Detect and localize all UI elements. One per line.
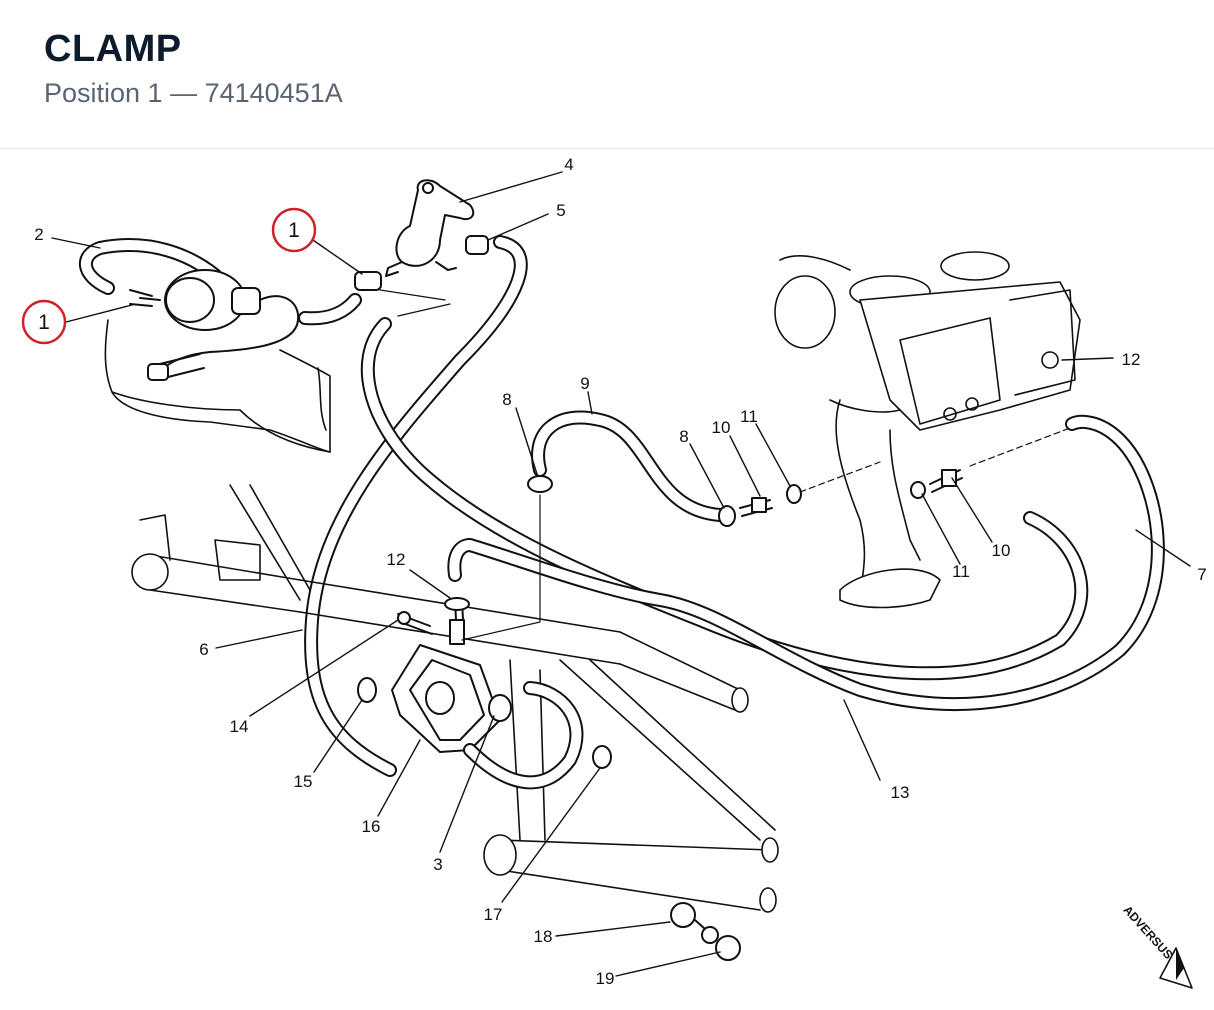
hose-filter-to-tap-drawing bbox=[298, 271, 382, 326]
callout-5[interactable]: 5 bbox=[556, 201, 565, 220]
callout-12-left[interactable]: 12 bbox=[387, 550, 406, 569]
fuel-tank-drawing bbox=[104, 319, 331, 453]
highlight-ring-1b bbox=[271, 207, 317, 253]
leader-lines bbox=[51, 171, 1191, 977]
fittings-10-11-drawing bbox=[739, 427, 1071, 517]
callout-10-left[interactable]: 10 bbox=[712, 418, 731, 437]
callout-3[interactable]: 3 bbox=[433, 855, 442, 874]
frame-drawing bbox=[131, 484, 779, 913]
page-title: CLAMP bbox=[44, 28, 182, 70]
fuel-filter-drawing bbox=[129, 269, 300, 381]
callout-1-top[interactable]: 1 bbox=[288, 219, 300, 242]
hose-13-drawing bbox=[447, 415, 1165, 712]
exploded-parts-diagram: 1 1 2 3 4 5 6 7 8 8 9 10 10 11 11 12 12 … bbox=[0, 148, 1214, 1005]
clamp-8-left-drawing bbox=[527, 475, 553, 493]
callout-18[interactable]: 18 bbox=[534, 927, 553, 946]
callout-11-left[interactable]: 11 bbox=[740, 407, 758, 426]
callout-8-right[interactable]: 8 bbox=[679, 427, 688, 446]
fuel-pump-drawing bbox=[357, 597, 741, 961]
callout-13[interactable]: 13 bbox=[891, 783, 910, 802]
hose-return-drawing bbox=[360, 317, 1089, 681]
dashed-connectors bbox=[379, 289, 541, 641]
callout-14[interactable]: 14 bbox=[230, 717, 249, 736]
adversus-logo: ADVERSUS bbox=[1120, 903, 1193, 989]
hose-6-drawing bbox=[304, 235, 528, 777]
clamp-1-upper-drawing bbox=[354, 271, 382, 291]
callout-2[interactable]: 2 bbox=[34, 225, 43, 244]
highlight-ring-1a bbox=[21, 299, 67, 345]
callout-4[interactable]: 4 bbox=[564, 155, 573, 174]
logo-text: ADVERSUS bbox=[1120, 903, 1175, 962]
hose-9-drawing bbox=[527, 410, 736, 527]
throttle-body-drawing bbox=[774, 251, 1081, 609]
page-header: CLAMP Position 1 — 74140451A bbox=[0, 0, 1214, 149]
clamp-12-lower-drawing bbox=[444, 597, 470, 611]
callout-8-left[interactable]: 8 bbox=[502, 390, 511, 409]
callout-19[interactable]: 19 bbox=[596, 969, 615, 988]
callout-7[interactable]: 7 bbox=[1197, 565, 1206, 584]
callout-17[interactable]: 17 bbox=[484, 905, 503, 924]
fuel-tap-drawing bbox=[385, 179, 489, 277]
callout-12-right[interactable]: 12 bbox=[1122, 350, 1141, 369]
clamp-8-right-drawing bbox=[718, 505, 736, 527]
callout-labels: 1 1 2 3 4 5 6 7 8 8 9 10 10 11 11 12 12 … bbox=[21, 155, 1207, 988]
callout-15[interactable]: 15 bbox=[294, 772, 313, 791]
callout-9[interactable]: 9 bbox=[580, 374, 589, 393]
clamp-12-upper-drawing bbox=[1041, 351, 1059, 369]
callout-1-left[interactable]: 1 bbox=[38, 311, 50, 334]
hose-2-drawing bbox=[78, 238, 222, 295]
callout-11-right[interactable]: 11 bbox=[952, 562, 970, 581]
callout-16[interactable]: 16 bbox=[362, 817, 381, 836]
page-subtitle: Position 1 — 74140451A bbox=[44, 78, 343, 108]
callout-6[interactable]: 6 bbox=[199, 640, 208, 659]
callout-10-right[interactable]: 10 bbox=[992, 541, 1011, 560]
